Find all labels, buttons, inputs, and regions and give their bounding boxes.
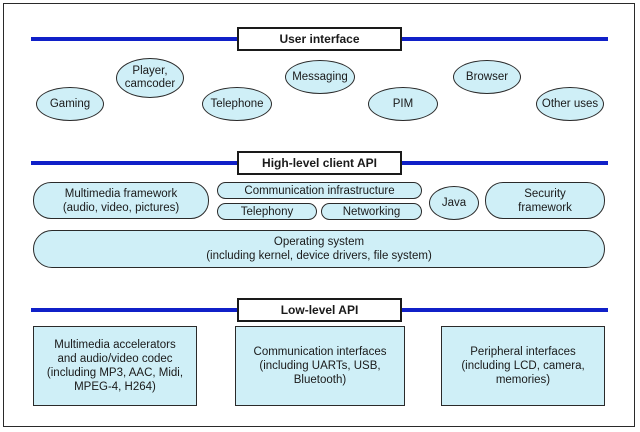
- app-gaming: Gaming: [36, 87, 104, 121]
- java: Java: [429, 186, 479, 220]
- communication-infrastructure: Communication infrastructure: [217, 182, 422, 199]
- peripheral-interfaces: Peripheral interfaces (including LCD, ca…: [441, 326, 605, 406]
- user-interface-label: User interface: [237, 27, 402, 51]
- security-framework: Security framework: [485, 182, 605, 219]
- communication-interfaces: Communication interfaces (including UART…: [235, 326, 405, 406]
- low-level-api-label: Low-level API: [237, 298, 402, 322]
- app-telephone: Telephone: [202, 87, 272, 121]
- app-pim-label: PIM: [392, 97, 414, 110]
- app-other-uses: Other uses: [536, 87, 604, 121]
- app-pim: PIM: [368, 87, 438, 121]
- high-level-api-label: High-level client API: [237, 151, 402, 175]
- app-gaming-label: Gaming: [49, 97, 91, 110]
- app-browser-label: Browser: [465, 70, 509, 83]
- app-browser: Browser: [453, 60, 521, 94]
- app-messaging: Messaging: [285, 60, 355, 94]
- telephony: Telephony: [217, 203, 317, 220]
- app-player-label: Player, camcoder: [124, 65, 176, 90]
- multimedia-accelerators: Multimedia accelerators and audio/video …: [33, 326, 197, 406]
- app-telephone-label: Telephone: [210, 97, 264, 110]
- app-other-label: Other uses: [541, 97, 599, 110]
- operating-system: Operating system (including kernel, devi…: [33, 230, 605, 268]
- app-messaging-label: Messaging: [292, 70, 348, 83]
- diagram-frame: [3, 3, 635, 427]
- networking: Networking: [321, 203, 422, 220]
- app-player-camcoder: Player, camcoder: [116, 58, 184, 98]
- multimedia-framework: Multimedia framework (audio, video, pict…: [33, 182, 209, 219]
